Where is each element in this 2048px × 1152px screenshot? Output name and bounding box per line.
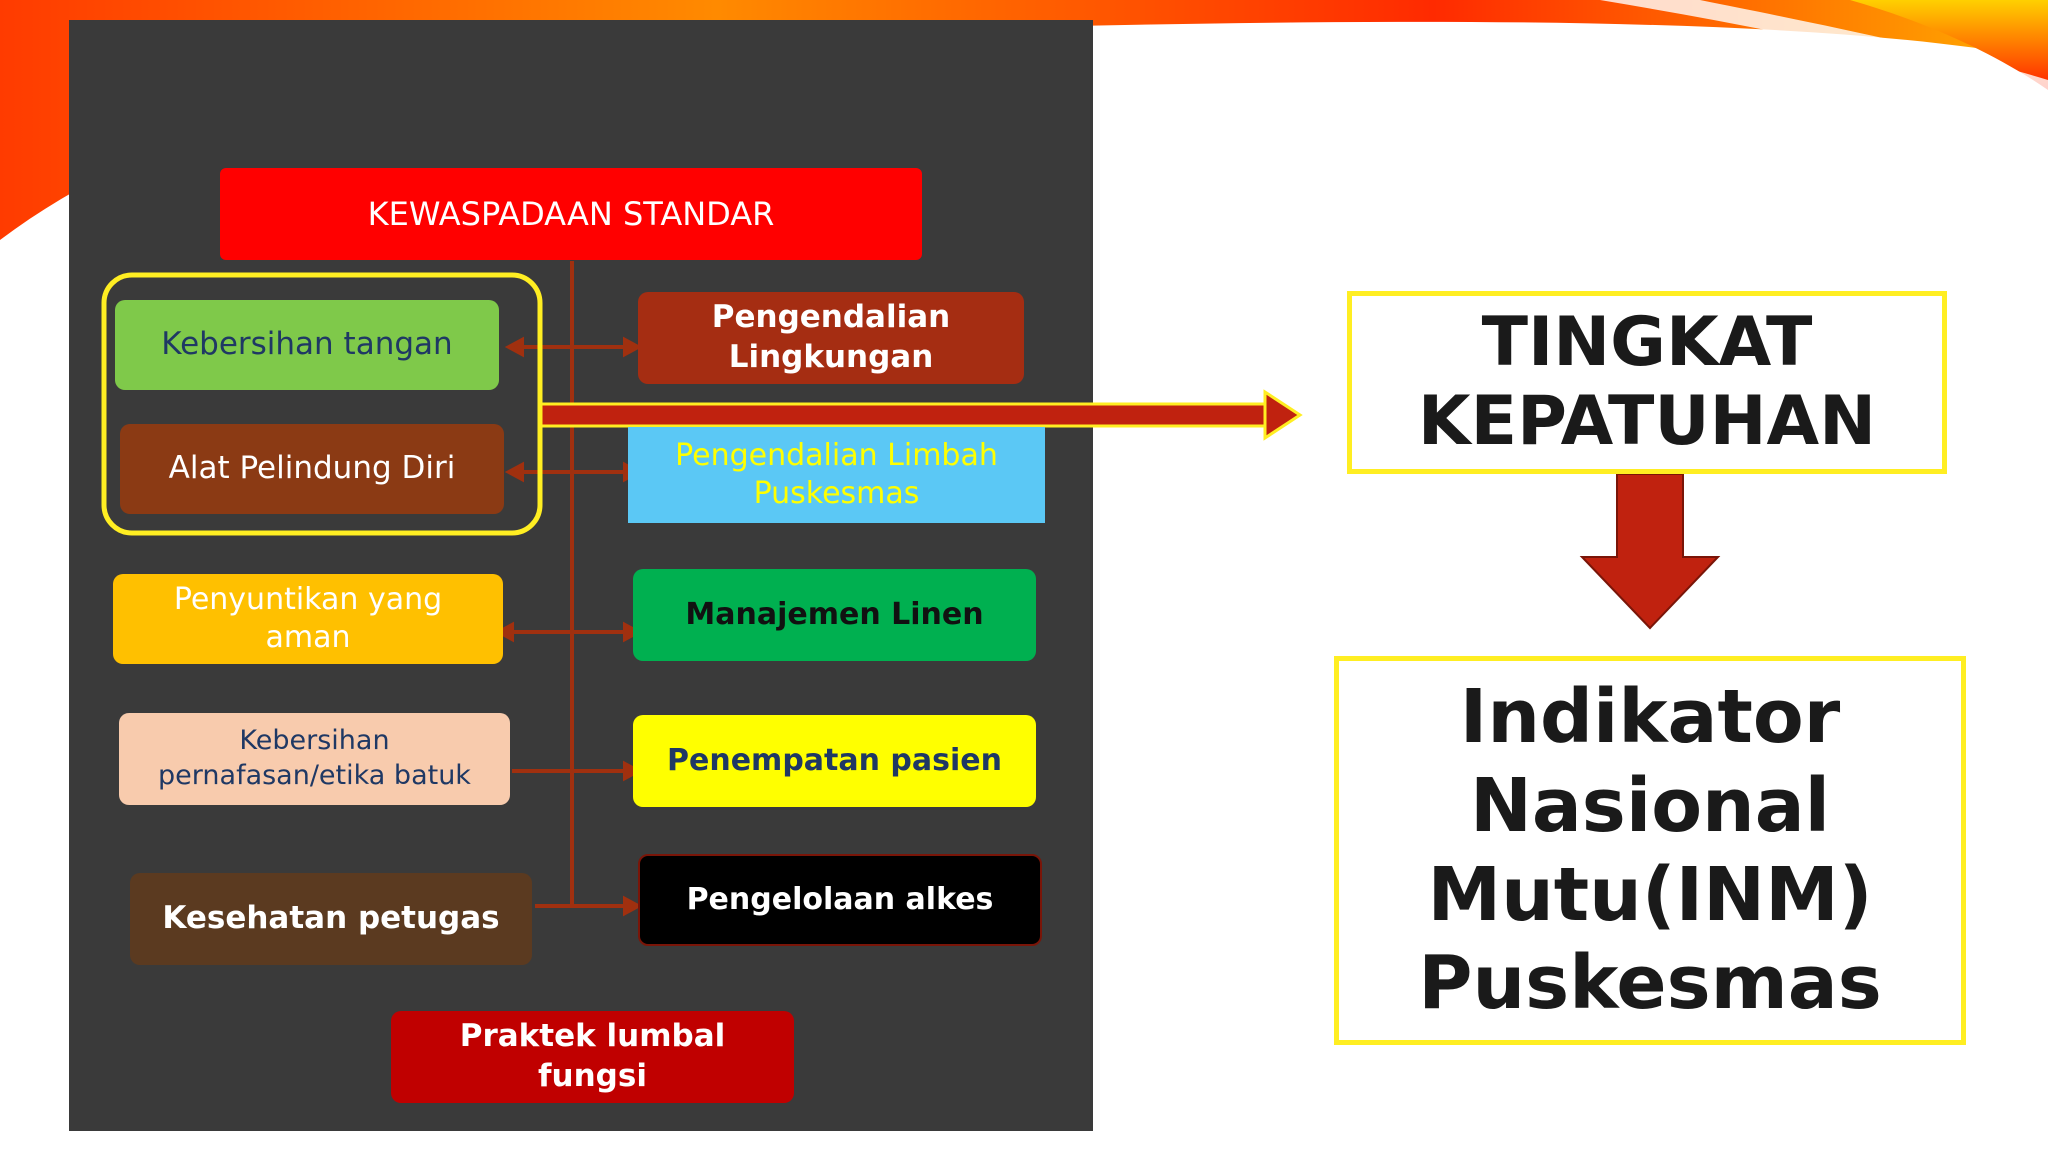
- item-kesehatan-petugas: Kesehatan petugas: [130, 873, 532, 965]
- item-kebersihan-pernafasan: Kebersihan pernafasan/etika batuk: [119, 713, 510, 805]
- item-manajemen-linen: Manajemen Linen: [633, 569, 1036, 661]
- diagram-title-box: KEWASPADAAN STANDAR: [220, 168, 922, 260]
- item-kebersihan-tangan: Kebersihan tangan: [115, 300, 499, 390]
- item-praktek-lumbal-fungsi: Praktek lumbal fungsi: [391, 1011, 794, 1103]
- item-pengendalian-lingkungan: Pengendalian Lingkungan: [638, 292, 1024, 384]
- national-quality-indicator-box: Indikator Nasional Mutu(INM) Puskesmas: [1334, 656, 1966, 1045]
- item-pengelolaan-alkes: Pengelolaan alkes: [638, 854, 1042, 946]
- item-pengendalian-limbah: Pengendalian Limbah Puskesmas: [628, 427, 1045, 523]
- national-quality-indicator-label: Indikator Nasional Mutu(INM) Puskesmas: [1418, 673, 1882, 1027]
- item-penempatan-pasien: Penempatan pasien: [633, 715, 1036, 807]
- item-penyuntikan-aman: Penyuntikan yang aman: [113, 574, 503, 664]
- compliance-level-box: TINGKAT KEPATUHAN: [1347, 291, 1947, 474]
- diagram-title: KEWASPADAAN STANDAR: [367, 194, 775, 233]
- item-alat-pelindung-diri: Alat Pelindung Diri: [120, 424, 504, 514]
- compliance-level-label: TINGKAT KEPATUHAN: [1417, 303, 1877, 461]
- arrow-down-icon: [1579, 473, 1721, 630]
